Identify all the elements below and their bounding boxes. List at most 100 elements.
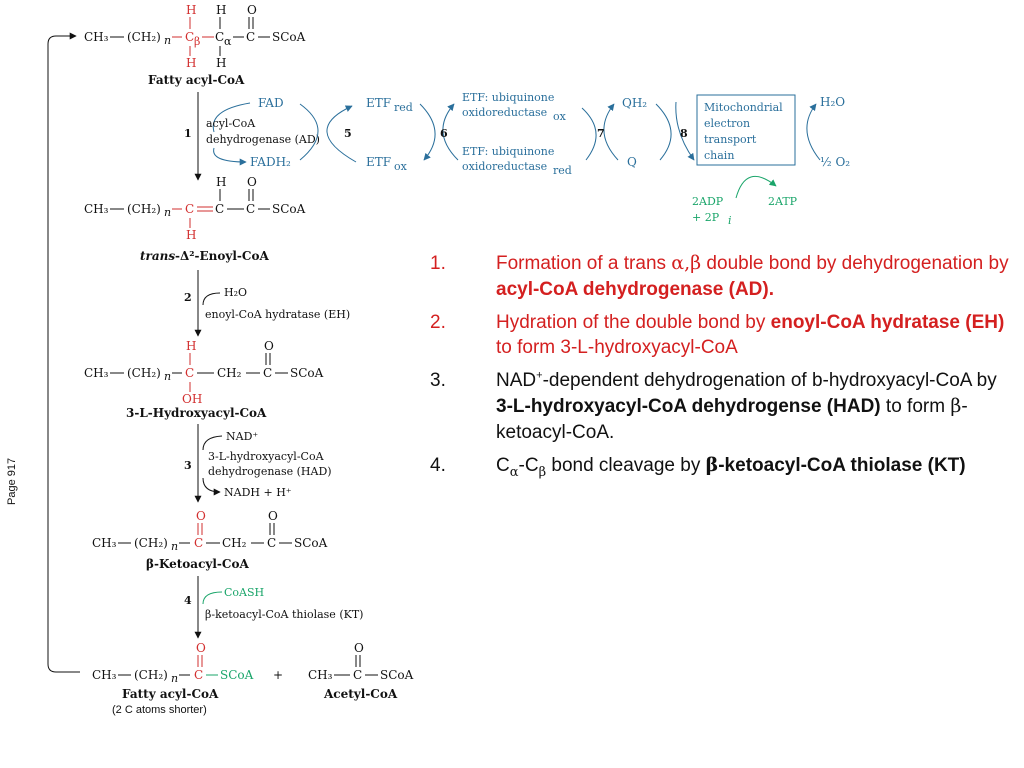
svg-text:ETF: ubiquinone: ETF: ubiquinone [462, 91, 554, 104]
svg-text:SCoA: SCoA [380, 668, 414, 682]
h-atom: H [186, 3, 196, 17]
svg-text:Acetyl-CoA: Acetyl-CoA [323, 687, 398, 701]
svg-text:CH₃: CH₃ [92, 536, 117, 550]
svg-text:β-ketoacyl-CoA thiolase (KT): β-ketoacyl-CoA thiolase (KT) [205, 608, 363, 621]
note-item-2: 2. Hydration of the double bond by enoyl… [430, 311, 1005, 359]
svg-text:C: C [185, 202, 194, 216]
ch3-group: CH₃ [84, 30, 109, 44]
products: O O CH₃ (CH₂) n C SCoA + CH₃ C SCoA Fatt… [92, 641, 414, 716]
svg-text:β-Ketoacyl-CoA: β-Ketoacyl-CoA [146, 557, 249, 571]
svg-text:C: C [215, 202, 224, 216]
svg-text:H: H [216, 175, 226, 189]
o-atom: O [247, 3, 257, 17]
c-beta: C [185, 30, 194, 44]
fadh2-label: FADH₂ [250, 155, 291, 169]
ketoacyl-coa-structure: O O CH₃ (CH₂) n C CH₂ C SCoA β-Ketoacyl-… [92, 509, 328, 571]
svg-text:+: + [273, 668, 283, 682]
svg-text:2ATP: 2ATP [768, 195, 798, 208]
svg-text:CH₃: CH₃ [92, 668, 117, 682]
svg-text:4: 4 [184, 594, 192, 607]
svg-text:electron: electron [704, 117, 750, 130]
ch2-chain: (CH₂) [127, 30, 161, 44]
svg-text:C: C [246, 30, 255, 44]
note-item-4: 4. Cα-Cβ bond cleavage by β-ketoacyl-CoA… [430, 453, 966, 480]
svg-text:H₂O: H₂O [820, 95, 845, 109]
svg-text:NADH + H⁺: NADH + H⁺ [224, 486, 292, 499]
svg-text:chain: chain [704, 149, 734, 162]
svg-text:7: 7 [597, 127, 605, 140]
svg-text:C: C [353, 668, 362, 682]
svg-text:SCoA: SCoA [294, 536, 328, 550]
step-3: 3 NAD⁺ 3-L-hydroxyacyl-CoA dehydrogenase… [184, 424, 332, 503]
svg-text:O: O [264, 339, 274, 353]
svg-text:H₂O: H₂O [224, 286, 247, 299]
svg-text:SCoA: SCoA [272, 30, 306, 44]
svg-text:H: H [186, 228, 196, 242]
svg-text:O: O [196, 509, 206, 523]
cycle-return-arrow [47, 32, 80, 673]
svg-text:enoyl-CoA hydratase (EH): enoyl-CoA hydratase (EH) [205, 308, 350, 321]
compound-name: Fatty acyl-CoA [148, 73, 245, 87]
svg-text:n: n [171, 540, 178, 553]
svg-text:C: C [263, 366, 272, 380]
svg-text:SCoA: SCoA [220, 668, 254, 682]
svg-text:2ADP: 2ADP [692, 195, 724, 208]
svg-text:6: 6 [440, 127, 448, 140]
svg-text:red: red [394, 101, 413, 114]
enzyme-label: dehydrogenase (AD) [206, 133, 320, 146]
svg-text:O: O [354, 641, 364, 655]
svg-text:transport: transport [704, 133, 757, 146]
svg-text:8: 8 [680, 127, 688, 140]
svg-text:CH₃: CH₃ [308, 668, 333, 682]
svg-text:ox: ox [394, 160, 408, 173]
svg-text:CH₃: CH₃ [84, 202, 109, 216]
svg-text:QH₂: QH₂ [622, 96, 647, 110]
fatty-acyl-coa-structure: H H O CH₃ (CH₂) n C β C α C SCoA H H Fat… [84, 3, 306, 87]
svg-text:C: C [185, 366, 194, 380]
svg-text:O: O [196, 641, 206, 655]
svg-text:(CH₂): (CH₂) [134, 668, 168, 682]
svg-text:3-L-hydroxyacyl-CoA: 3-L-hydroxyacyl-CoA [208, 450, 325, 463]
h-atom: H [186, 56, 196, 70]
c-alpha: C [215, 30, 224, 44]
svg-text:3-L-Hydroxyacyl-CoA: 3-L-Hydroxyacyl-CoA [126, 406, 267, 420]
svg-text:SCoA: SCoA [290, 366, 324, 380]
step-2: 2 H₂O enoyl-CoA hydratase (EH) [184, 270, 350, 337]
svg-text:i: i [728, 214, 732, 227]
hydroxyacyl-coa-structure: H O CH₃ (CH₂) n C CH₂ C SCoA OH 3-L-Hydr… [84, 339, 324, 420]
svg-text:dehydrogenase (HAD): dehydrogenase (HAD) [208, 465, 332, 478]
note-item-1: 1. Formation of a trans α,β double bond … [430, 252, 1009, 300]
step-1: 1 FAD acyl-CoA dehydrogenase (AD) FADH₂ … [184, 91, 850, 227]
svg-text:-Δ²-Enoyl-CoA: -Δ²-Enoyl-CoA [175, 249, 269, 263]
svg-text:5: 5 [344, 127, 352, 140]
svg-text:oxidoreductase: oxidoreductase [462, 160, 547, 173]
svg-text:2: 2 [184, 291, 192, 304]
svg-text:(CH₂): (CH₂) [127, 202, 161, 216]
svg-text:(2 C atoms shorter): (2 C atoms shorter) [112, 704, 207, 716]
svg-text:C: C [246, 202, 255, 216]
svg-text:3: 3 [184, 459, 192, 472]
svg-text:trans: trans [140, 249, 175, 263]
svg-text:SCoA: SCoA [272, 202, 306, 216]
h-atom: H [216, 56, 226, 70]
svg-text:CH₂: CH₂ [217, 366, 242, 380]
svg-text:β: β [194, 35, 200, 48]
svg-text:CH₂: CH₂ [222, 536, 247, 550]
svg-text:red: red [553, 164, 572, 177]
svg-text:n: n [171, 672, 178, 685]
svg-text:ETF: ETF [366, 155, 391, 169]
svg-text:α: α [224, 35, 232, 48]
page-number-label: Page 917 [6, 457, 18, 505]
svg-text:C: C [194, 536, 203, 550]
step-number: 1 [184, 127, 192, 140]
svg-text:Q: Q [627, 155, 637, 169]
svg-text:Mitochondrial: Mitochondrial [704, 101, 783, 114]
svg-text:NAD⁺: NAD⁺ [226, 430, 258, 443]
svg-text:+ 2P: + 2P [692, 211, 720, 224]
svg-text:C: C [267, 536, 276, 550]
svg-text:(CH₂): (CH₂) [134, 536, 168, 550]
svg-text:O: O [247, 175, 257, 189]
svg-text:(CH₂): (CH₂) [127, 366, 161, 380]
